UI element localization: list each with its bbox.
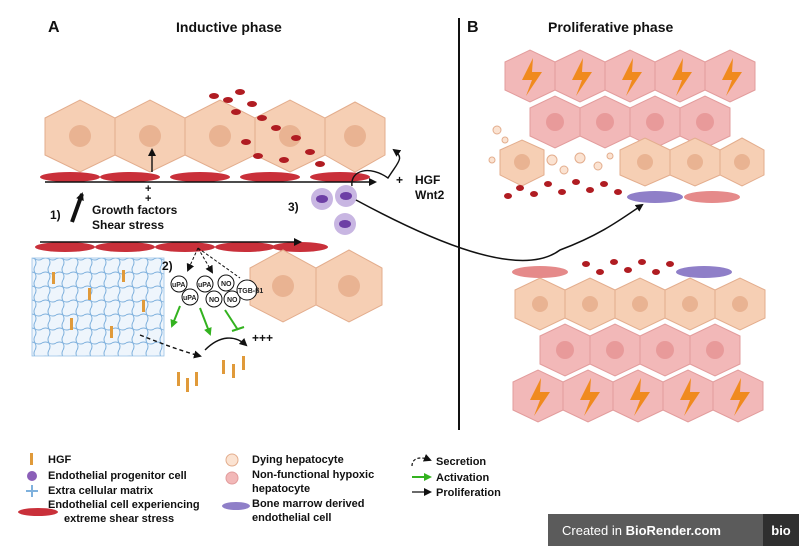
- dying-hepatocyte-legend-icon: [225, 453, 239, 467]
- step-3-label: 3): [288, 200, 299, 214]
- biorender-logo: bio: [763, 514, 799, 546]
- step-1-label: 1): [50, 208, 61, 222]
- bm-endothelial-cell-top: [627, 191, 683, 203]
- no-label: NO: [227, 297, 238, 304]
- hepatocyte: [324, 101, 386, 173]
- panel-b-title: Proliferative phase: [548, 19, 673, 35]
- legend-proliferation: Proliferation: [436, 487, 501, 499]
- no-label: NO: [209, 297, 220, 304]
- released-hgf: [177, 356, 245, 392]
- activation-arrow: [199, 307, 212, 336]
- activation-arrow: [170, 305, 181, 328]
- tgf-label: TGB-β1: [238, 288, 263, 295]
- secretion-arrow: [186, 247, 199, 272]
- credit-brand: BioRender.com: [625, 522, 721, 538]
- triple-plus-label: +++: [252, 331, 273, 345]
- hypoxic-hepatocytes-top: [529, 95, 731, 149]
- red-blood-cells-b-bottom: [582, 259, 674, 275]
- endothelial-cell-top-b: [684, 191, 740, 203]
- panel-b-letter: B: [467, 19, 479, 36]
- wnt2-label: Wnt2: [415, 188, 445, 202]
- bm-endothelial-legend-icon: [222, 502, 250, 510]
- migration-arrow: [355, 199, 644, 262]
- legend-hypoxic-1: Non-functional hypoxic: [252, 469, 374, 481]
- signalling-molecules: uPA uPA uPA NO NO NO TGB-β1: [170, 274, 263, 308]
- inhibition-line: [224, 309, 239, 331]
- credit-prefix: Created in: [562, 522, 626, 538]
- hepatocyte: [249, 249, 317, 323]
- dying-hepatocytes-bottom: [514, 277, 766, 331]
- red-blood-cells-b-top: [504, 179, 622, 199]
- bottom-endothelial-b: [512, 266, 732, 278]
- hepatocyte: [254, 99, 326, 173]
- shear-stress-label: Shear stress: [92, 218, 164, 232]
- legend-endothelial-2: extreme shear stress: [64, 513, 174, 525]
- legend-dying: Dying hepatocyte: [252, 454, 344, 466]
- endothelial-legend-icon: [18, 508, 58, 516]
- hepatocyte: [44, 99, 116, 173]
- ecm-release-arrow: [139, 334, 202, 359]
- top-hepatocyte-row: [44, 99, 386, 173]
- panel-a-title: Inductive phase: [176, 19, 282, 35]
- hgf-wnt2-arrow: [351, 148, 402, 187]
- hgf-legend-icon: [30, 453, 33, 465]
- secretion-arrow: [197, 247, 241, 279]
- plus-sign-3: +: [396, 173, 403, 187]
- plus-sign-2: +: [145, 193, 151, 205]
- biorender-credit: Created in BioRender.com bio: [548, 514, 799, 546]
- upa-label: uPA: [198, 282, 211, 289]
- ecm-legend-icon: [26, 485, 38, 497]
- credit-text: Created in BioRender.com: [562, 523, 721, 538]
- hypoxic-legend-icon: [225, 471, 239, 485]
- secretion-arrow: [197, 247, 214, 274]
- legend-secretion: Secretion: [436, 456, 486, 468]
- inhibition-bar: [231, 326, 245, 332]
- upa-label: uPA: [172, 282, 185, 289]
- hgf-activation-arrow: [204, 337, 248, 351]
- hepatocyte: [315, 249, 383, 323]
- endothelial-progenitor-cells: [311, 185, 357, 235]
- legend-activation: Activation: [436, 472, 489, 484]
- proliferating-hepatocytes-top: [504, 49, 756, 103]
- bottom-hepatocyte-row: [249, 249, 383, 323]
- legend-progenitor: Endothelial progenitor cell: [48, 470, 187, 482]
- hypoxic-hepatocytes-bottom: [539, 323, 741, 377]
- red-blood-cells-top: [209, 89, 325, 167]
- hepatocyte: [184, 99, 256, 173]
- growth-factors-label: Growth factors: [92, 203, 178, 217]
- secretion-legend-icon: [411, 454, 432, 467]
- endothelial-layer-top: [40, 172, 370, 182]
- legend-ecm: Extra cellular matrix: [48, 485, 154, 497]
- hgf-label: HGF: [415, 173, 440, 187]
- growth-factors-arrow: [70, 192, 84, 223]
- legend-endothelial-1: Endothelial cell experiencing: [48, 499, 200, 511]
- legend: HGF Endothelial progenitor cell Extra ce…: [18, 453, 501, 525]
- step-2-label: 2): [162, 259, 173, 273]
- ecm-bound-hgf: [52, 270, 145, 338]
- hepatocyte: [114, 99, 186, 173]
- upa-label: uPA: [183, 295, 196, 302]
- no-label: NO: [221, 281, 232, 288]
- legend-bm-2: endothelial cell: [252, 512, 331, 524]
- legend-hypoxic-2: hepatocyte: [252, 483, 310, 495]
- plus-sign-1: +: [145, 183, 151, 195]
- progenitor-legend-icon: [27, 471, 37, 481]
- dying-hepatocytes-top: [499, 137, 765, 187]
- panel-a-letter: A: [48, 19, 60, 36]
- proliferating-hepatocytes-bottom: [512, 369, 764, 423]
- apoptotic-debris-top: [488, 125, 614, 175]
- legend-hgf: HGF: [48, 454, 72, 466]
- legend-bm-1: Bone marrow derived: [252, 498, 364, 510]
